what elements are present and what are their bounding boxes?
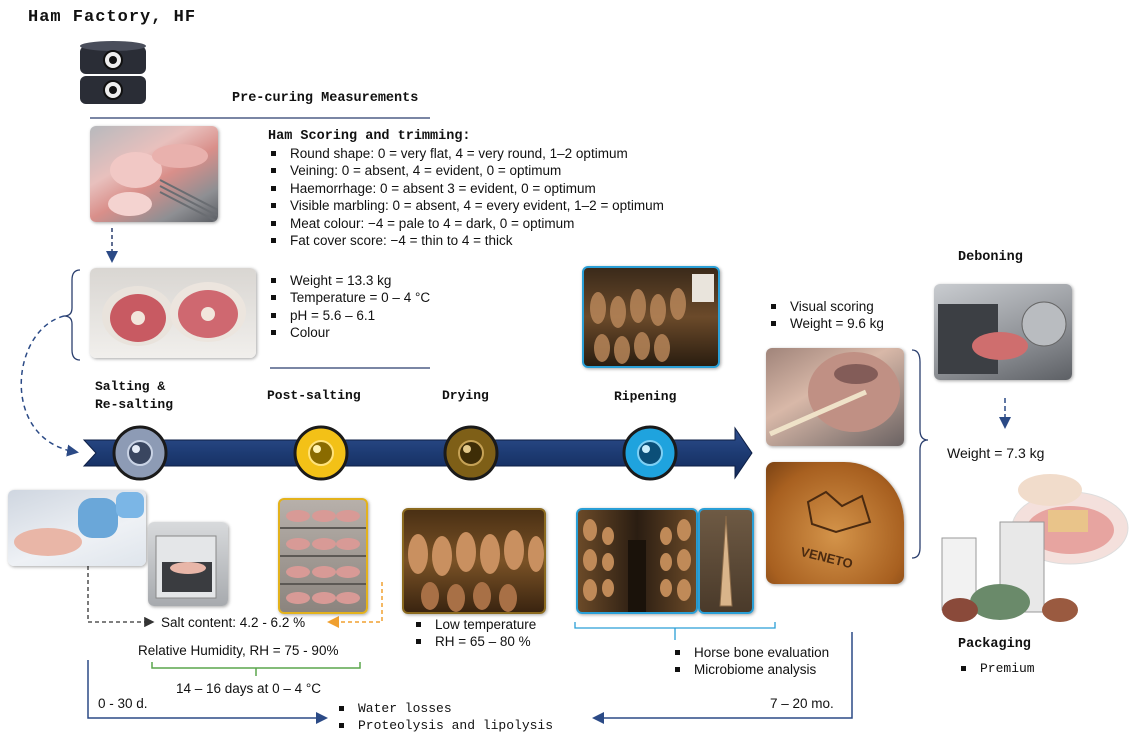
post-salting-rack-photo [278, 498, 368, 614]
node-drying [445, 427, 497, 479]
scoring-list: Round shape: 0 = very flat, 4 = very rou… [268, 145, 728, 249]
stage-label-drying: Drying [442, 387, 489, 405]
list-item: Colour [268, 324, 468, 341]
fresh-ham-photo [90, 268, 256, 358]
salt-content: Salt content: 4.2 - 6.2 % [161, 615, 305, 630]
list-item: Low temperature [413, 616, 563, 633]
node-post-salting [295, 427, 347, 479]
scoring-block: Ham Scoring and trimming: Round shape: 0… [268, 128, 728, 249]
list-item: Weight = 9.6 kg [768, 315, 918, 332]
final-checks-block: Visual scoring Weight = 9.6 kg [768, 298, 918, 333]
humidity-bracket [152, 662, 360, 668]
packaging-items: Premium [958, 660, 1035, 677]
timeline-outcomes: Water losses Proteolysis and lipolysis [336, 700, 596, 735]
node-salting [114, 427, 166, 479]
packaging-list: Premium [958, 660, 1035, 677]
stage-label-ripening: Ripening [614, 388, 676, 406]
drying-hams-photo [402, 508, 546, 614]
list-item: Microbiome analysis [672, 661, 852, 678]
timeline-left-label: 0 - 30 d. [98, 696, 148, 711]
ripening-bracket [575, 622, 775, 628]
packaging-photo [940, 470, 1130, 628]
list-item: Round shape: 0 = very flat, 4 = very rou… [268, 145, 728, 162]
outcomes-list: Water losses Proteolysis and lipolysis [336, 700, 596, 735]
ham-trimming-photo [90, 126, 218, 222]
list-item: pH = 5.6 – 6.1 [268, 307, 468, 324]
timeline-right-label: 7 – 20 mo. [770, 696, 834, 711]
measure-block: Weight = 13.3 kg Temperature = 0 – 4 °C … [268, 272, 468, 342]
list-item: Meat colour: −4 = pale to 4 = dark, 0 = … [268, 215, 728, 232]
list-item: Proteolysis and lipolysis [336, 717, 596, 734]
ripening-block: Horse bone evaluation Microbiome analysi… [672, 644, 852, 679]
node-ripening [624, 427, 676, 479]
packaging-heading: Packaging [958, 637, 1031, 652]
stage-label-salting-line2: Re-salting [95, 396, 173, 414]
drying-list: Low temperature RH = 65 – 80 % [413, 616, 563, 651]
relative-humidity: Relative Humidity, RH = 75 - 90% [138, 643, 338, 658]
resalting-machine-photo [148, 522, 228, 606]
list-item: Horse bone evaluation [672, 644, 852, 661]
salting-connector [88, 566, 152, 622]
horse-bone-photo [698, 508, 754, 614]
ripening-list: Horse bone evaluation Microbiome analysi… [672, 644, 852, 679]
stage-label-salting-line1: Salting & [95, 378, 173, 396]
stage-label-post-salting: Post-salting [267, 387, 361, 405]
page-title: Ham Factory, HF [28, 8, 196, 27]
list-item: Water losses [336, 700, 596, 717]
measure-list: Weight = 13.3 kg Temperature = 0 – 4 °C … [268, 272, 468, 342]
salting-photo [8, 490, 146, 566]
visual-scoring-photo [766, 348, 904, 446]
list-item: Premium [958, 660, 1035, 677]
precuring-heading: Pre-curing Measurements [232, 91, 418, 106]
list-item: Haemorrhage: 0 = absent 3 = evident, 0 =… [268, 180, 728, 197]
final-checks-list: Visual scoring Weight = 9.6 kg [768, 298, 918, 333]
list-item: Visible marbling: 0 = absent, 4 = every … [268, 197, 728, 214]
list-item: Veining: 0 = absent, 4 = evident, 0 = op… [268, 162, 728, 179]
salting-duration: 14 – 16 days at 0 – 4 °C [176, 681, 321, 696]
deboning-heading: Deboning [958, 250, 1023, 265]
scoring-heading: Ham Scoring and trimming: [268, 128, 728, 145]
list-item: Temperature = 0 – 4 °C [268, 289, 468, 306]
stage-label-salting: Salting & Re-salting [95, 378, 173, 414]
list-item: RH = 65 – 80 % [413, 633, 563, 650]
stamped-ham-photo: VENETO [766, 462, 904, 584]
list-item: Fat cover score: −4 = thin to 4 = thick [268, 232, 728, 249]
stamp-text: VENETO [799, 544, 854, 571]
deboning-photo [934, 284, 1072, 380]
measure-brace [64, 270, 80, 360]
list-item: Weight = 13.3 kg [268, 272, 468, 289]
drying-block: Low temperature RH = 65 – 80 % [413, 616, 563, 651]
ripening-aisle-photo [576, 508, 698, 614]
into-process-arrow [21, 316, 76, 452]
database-icon [78, 40, 148, 106]
deboning-weight: Weight = 7.3 kg [947, 445, 1044, 461]
ripening-cellar-photo [582, 266, 720, 368]
deboning-brace [912, 350, 928, 558]
list-item: Visual scoring [768, 298, 918, 315]
